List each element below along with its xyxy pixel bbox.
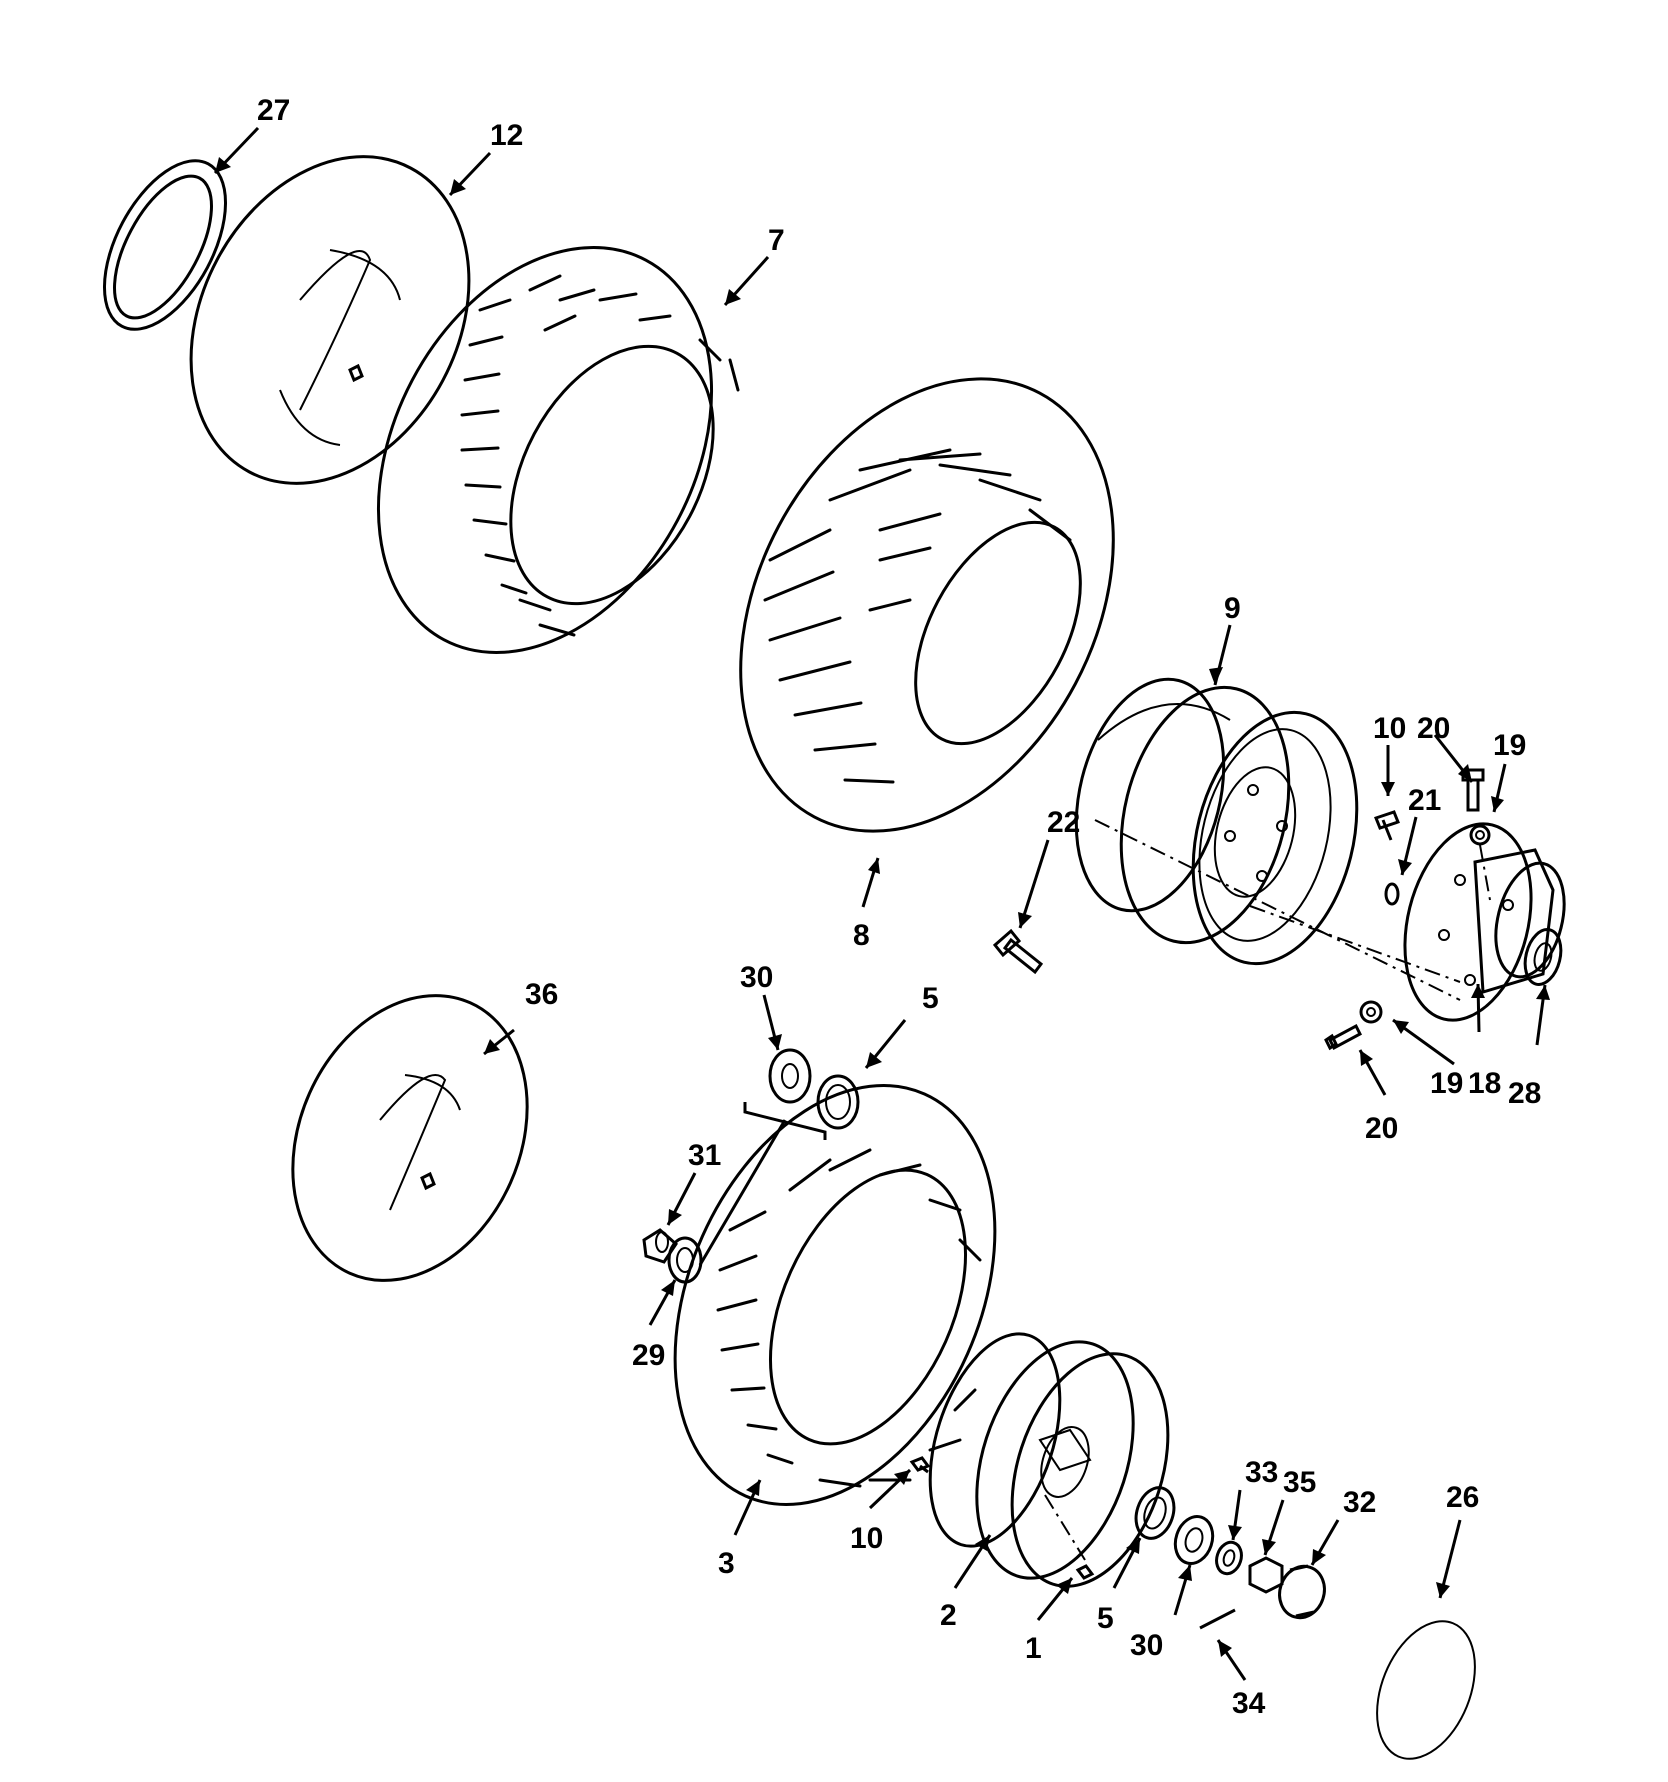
part-30-bearing-lower (1173, 1515, 1215, 1565)
part-30-bearing-upper (768, 1048, 812, 1104)
callout-18: 18 (1468, 1067, 1501, 1100)
part-7-tire (376, 246, 740, 654)
callout-20-lower: 20 (1365, 1112, 1398, 1145)
part-3-tire (673, 1084, 997, 1506)
part-10-valve-lower (909, 1456, 931, 1474)
callout-10-upper: 10 (1373, 712, 1406, 745)
callout-1: 1 (1025, 1632, 1042, 1665)
alignment-line-lower (1044, 1494, 1086, 1561)
part-22-bolt (992, 928, 1044, 975)
part-2-rim (928, 1332, 1170, 1588)
callout-36: 36 (525, 978, 558, 1011)
part-18-hub (1403, 822, 1566, 1022)
part-35-nut (1248, 1556, 1284, 1594)
callout-30-lower: 30 (1130, 1629, 1163, 1662)
callout-34: 34 (1232, 1687, 1266, 1720)
callout-12: 12 (490, 119, 523, 152)
part-32-dust-cap (1278, 1564, 1326, 1620)
part-33-washer (1215, 1540, 1243, 1576)
callout-5-upper: 5 (922, 982, 939, 1015)
part-27-ring (102, 159, 228, 331)
callout-35: 35 (1283, 1466, 1316, 1499)
part-21-washer (1384, 882, 1400, 906)
part-10-valve-upper (1374, 810, 1400, 841)
callout-30-upper: 30 (740, 961, 773, 994)
callout-33: 33 (1245, 1456, 1278, 1489)
callout-22: 22 (1047, 806, 1080, 839)
callout-5-lower: 5 (1097, 1602, 1114, 1635)
callout-21: 21 (1408, 784, 1441, 817)
callout-2: 2 (940, 1599, 957, 1632)
callout-26: 26 (1446, 1481, 1479, 1514)
alignment-line-upper (1094, 819, 1461, 1001)
callout-10-lower: 10 (850, 1522, 883, 1555)
alignment-line-upper-2 (1249, 905, 1461, 983)
callout-labels: 27 12 7 8 9 10 20 19 21 22 30 5 36 19 18… (257, 94, 1541, 1720)
callout-9: 9 (1224, 592, 1241, 625)
callout-20-upper: 20 (1417, 712, 1450, 745)
callout-29: 29 (632, 1339, 665, 1372)
callout-19-lower: 19 (1430, 1067, 1463, 1100)
callout-31: 31 (688, 1139, 721, 1172)
part-9-rim (1074, 677, 1359, 966)
part-28-cap (1523, 928, 1563, 986)
part-29-cup (667, 1236, 703, 1284)
part-12-inner-tube (189, 155, 471, 485)
callout-27: 27 (257, 94, 290, 127)
leader-arrows (213, 126, 1550, 1681)
callout-32: 32 (1343, 1486, 1376, 1519)
part-19-nut-lower (1359, 1000, 1383, 1024)
part-8-tire (739, 377, 1115, 833)
callout-8: 8 (853, 919, 870, 952)
callout-7: 7 (768, 224, 785, 257)
part-34-cotter-pin (1199, 1608, 1236, 1630)
bracket-leader (698, 1119, 787, 1266)
part-20-bolt-lower (1324, 1023, 1362, 1051)
alignment-line-upper-3 (1479, 844, 1491, 901)
part-19-nut-upper (1469, 824, 1491, 846)
part-36-inner-tube (291, 994, 529, 1282)
part-5-cup-upper (816, 1074, 860, 1130)
callout-28: 28 (1508, 1077, 1541, 1110)
callout-19-upper: 19 (1493, 729, 1526, 762)
part-1-valve-cap (1075, 1564, 1095, 1580)
part-26-hubcap (1376, 1620, 1476, 1760)
callout-3: 3 (718, 1547, 735, 1580)
part-5-cup-lower (1134, 1486, 1176, 1540)
